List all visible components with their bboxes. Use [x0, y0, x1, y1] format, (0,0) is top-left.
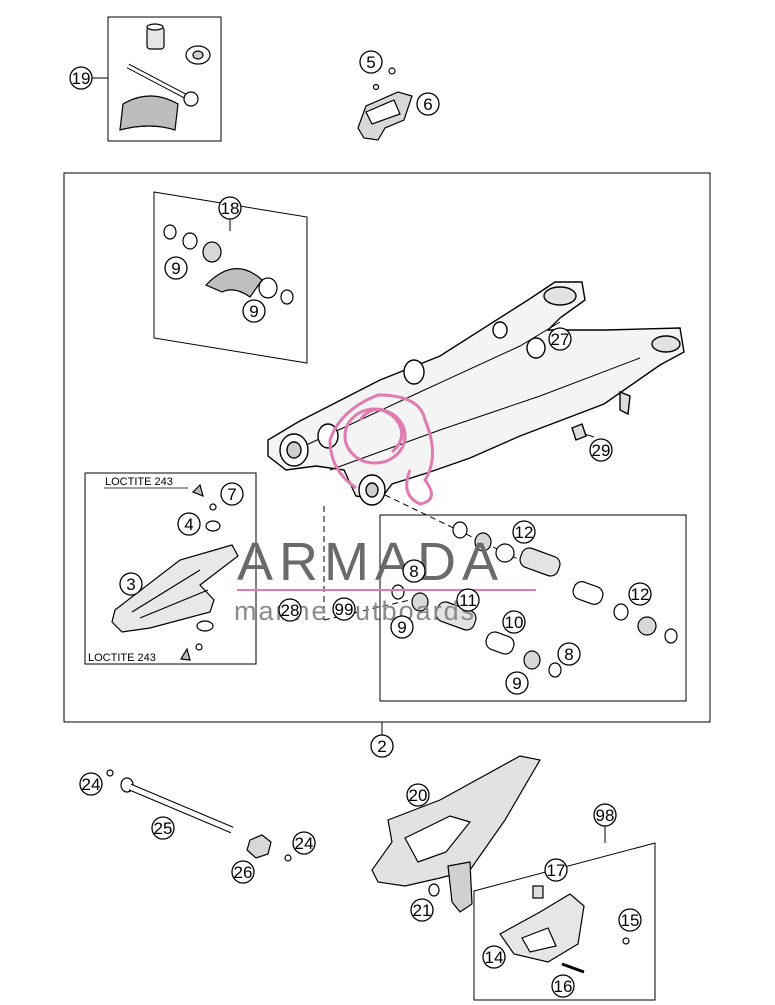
callout-number: 10 [505, 613, 524, 632]
callout-circle [482, 945, 506, 969]
watermark-logo [328, 393, 434, 506]
callout-number: 28 [281, 601, 300, 620]
callout-circle [502, 610, 526, 634]
watermark-brand: ARMADA [237, 532, 504, 592]
callout-number: 8 [564, 645, 573, 664]
callout-number: 18 [221, 199, 240, 218]
callout-number: 4 [184, 515, 193, 534]
callout-circle [218, 196, 242, 220]
callout-number: 6 [423, 95, 432, 114]
callout-circle [593, 803, 617, 827]
callout-circle [456, 588, 480, 612]
axle-parts [106, 769, 292, 862]
callout-circle [151, 816, 175, 840]
bracket-6 [357, 67, 413, 141]
callout-circle [370, 734, 394, 758]
callout-number: 12 [515, 523, 534, 542]
callout-circle [557, 642, 581, 666]
swingarm-group-frame [63, 172, 711, 723]
callout-circle [220, 482, 244, 506]
callout-number: 8 [409, 562, 418, 581]
callout-circle [618, 908, 642, 932]
kit-18-parts [163, 224, 294, 305]
callout-number: 11 [459, 591, 477, 610]
callout-number: 9 [512, 674, 521, 693]
watermark: ARMADA marine outboards [234, 393, 536, 626]
callout-number: 26 [234, 863, 253, 882]
callout-circle [332, 597, 356, 621]
callout-number: 25 [154, 819, 173, 838]
callout-number: 9 [397, 618, 406, 637]
callout-number: 3 [126, 575, 135, 594]
callout-circle [177, 512, 201, 536]
callout-number: 27 [551, 330, 570, 349]
callout-number: 2 [377, 737, 386, 756]
kit-19-parts [119, 23, 211, 131]
chain-guide [499, 885, 630, 974]
callout-circle [406, 783, 430, 807]
callout-number: 16 [554, 977, 573, 996]
callout-circle [410, 898, 434, 922]
callout-circle [628, 582, 652, 606]
chain-slider-parts [111, 483, 239, 661]
callout-circle [544, 858, 568, 882]
callout-number: 21 [413, 901, 432, 920]
callout-circle [390, 615, 414, 639]
swingarm [267, 281, 685, 506]
callout-circle [119, 572, 143, 596]
callout-number: 9 [171, 259, 180, 278]
kit-18-frame [153, 191, 308, 364]
callout-circle [79, 772, 103, 796]
callout-number: 9 [249, 302, 258, 321]
callout-circle [242, 299, 266, 323]
callout-circle [505, 671, 529, 695]
callout-circle [512, 520, 536, 544]
callout-number: 12 [631, 585, 650, 604]
callout-number: 29 [592, 441, 611, 460]
callout-circle [231, 860, 255, 884]
callout-number: 19 [72, 69, 91, 88]
chain-guide-frame [473, 842, 656, 1001]
callout-number: 99 [335, 600, 354, 619]
callout-circle [548, 327, 572, 351]
callout-number: 14 [485, 948, 504, 967]
callout-circle [69, 66, 93, 90]
callout-number: 5 [366, 53, 375, 72]
callout-number: 20 [409, 786, 428, 805]
loctite-note-lower: LOCTITE 243 [88, 652, 156, 664]
callout-circle [164, 256, 188, 280]
bearing-kit-frame [379, 514, 687, 702]
chain-guard [371, 755, 541, 913]
callout-circle [292, 831, 316, 855]
callout-number: 17 [547, 861, 566, 880]
callout-number: 24 [295, 834, 314, 853]
callout-circle [589, 438, 613, 462]
callout-number: 24 [82, 775, 101, 794]
loctite-note-upper: LOCTITE 243 [105, 476, 173, 488]
kit-19-frame [107, 16, 222, 142]
callout-circle [416, 92, 440, 116]
callout-circle [359, 50, 383, 74]
bearing-kit-parts [391, 521, 678, 678]
callout-circle [551, 974, 575, 998]
callout-number: 15 [621, 911, 640, 930]
callout-number: 7 [227, 485, 236, 504]
callout-number: 98 [596, 806, 615, 825]
callout-circle [278, 598, 302, 622]
callout-circle [402, 559, 426, 583]
